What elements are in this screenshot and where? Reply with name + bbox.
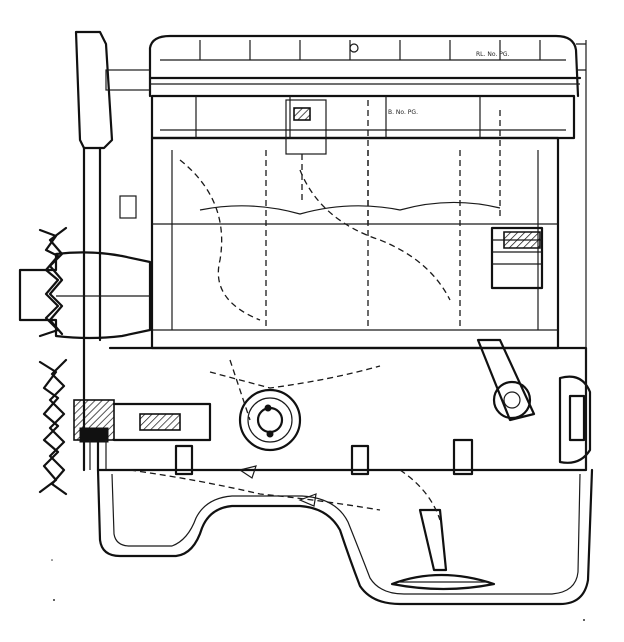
rear-main-bearing <box>558 40 592 470</box>
top-note-label: RL. No. PG. <box>476 51 509 58</box>
crankshaft-pulley <box>38 358 68 496</box>
oil-flow-lines <box>129 465 441 521</box>
oil-pickup-strainer <box>390 508 496 591</box>
oil-pump-gear <box>238 388 302 452</box>
push-rods <box>301 100 501 224</box>
mid-note-label: B. No. PG. <box>388 109 418 116</box>
oil-pan-outline <box>96 468 594 606</box>
print-specks <box>51 559 585 621</box>
camshaft-bearings <box>174 359 474 476</box>
cylinder-block <box>150 136 560 350</box>
connecting-rod <box>476 226 544 422</box>
cylinder-head <box>150 94 576 155</box>
crankshaft-nose <box>73 399 212 470</box>
rocker-cover: RL. No. PG. <box>148 34 580 98</box>
oil-pan-inner <box>111 473 581 595</box>
fan-pulley <box>38 226 68 338</box>
water-pump <box>18 195 152 340</box>
